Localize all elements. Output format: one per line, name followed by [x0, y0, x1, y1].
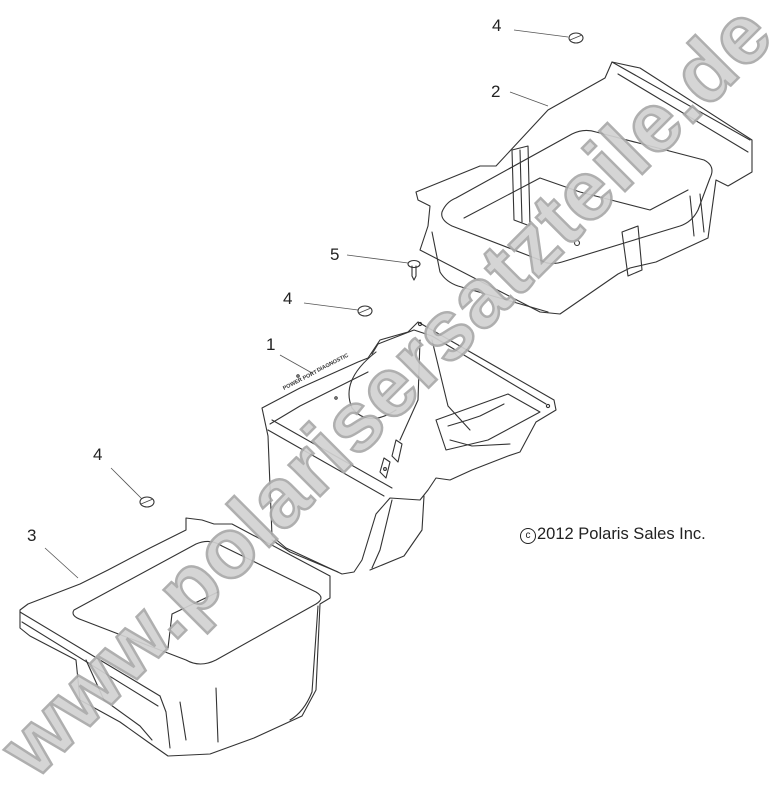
copyright-icon: c	[520, 528, 536, 544]
callout-1: 1	[266, 335, 276, 354]
part-2-rear-bin	[415, 61, 753, 315]
screw-icon	[407, 259, 421, 281]
fastener-icon	[357, 305, 373, 317]
callout-3: 3	[27, 526, 37, 545]
part-3-front-bin	[19, 517, 331, 757]
part-1-center-tray: POWER PORT DIAGNOSTIC	[261, 321, 557, 575]
fastener-icon	[568, 32, 584, 44]
callout-4-mid: 4	[283, 289, 293, 308]
callout-2: 2	[491, 82, 501, 101]
callout-4-top: 4	[492, 16, 502, 35]
copyright-text: 2012 Polaris Sales Inc.	[537, 525, 706, 543]
fastener-icon	[139, 496, 155, 508]
leader-lines	[44, 29, 569, 579]
callout-5: 5	[330, 245, 340, 264]
callout-4-left: 4	[93, 445, 103, 464]
